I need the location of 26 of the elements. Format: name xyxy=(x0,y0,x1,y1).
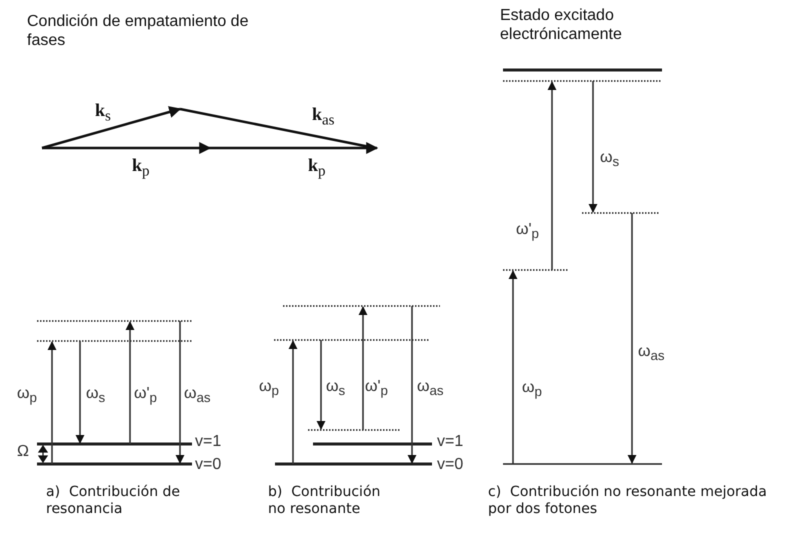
spacing-label: Ω xyxy=(17,442,29,462)
panel-caption: a) Contribución de resonancia xyxy=(46,484,182,518)
panel-title: Condición de empatamiento de fases xyxy=(27,12,250,50)
frequency-label: ω$_{as}$ xyxy=(184,384,211,406)
panel-caption: c) Contribución no resonante mejorada por dos fotones xyxy=(488,484,768,518)
frequency-label: ω$_{s}$ xyxy=(86,384,106,406)
level-label: v=1 xyxy=(437,432,464,452)
vector-label: k$_{p}$ xyxy=(132,155,150,181)
vector-label: k$_{s}$ xyxy=(95,100,111,126)
frequency-label: ω'$_{p}$ xyxy=(134,384,157,406)
vector-label: k$_{p}$ xyxy=(308,155,326,181)
frequency-label: ω$_{s}$ xyxy=(326,377,346,400)
vector-label: k$_{as}$ xyxy=(312,104,335,130)
frequency-label: ω$_{p}$ xyxy=(522,378,542,400)
panel-caption: b) Contribución no resonante xyxy=(268,484,382,518)
frequency-label: ω$_{p}$ xyxy=(17,384,37,406)
frequency-label: ω'$_{p}$ xyxy=(516,220,539,242)
level-label: v=0 xyxy=(437,455,464,474)
frequency-label: ω$_{as}$ xyxy=(417,377,444,400)
level-label: v=1 xyxy=(195,432,222,452)
panel-title: Estado excitado electrónicamente xyxy=(500,6,623,44)
level-label: v=0 xyxy=(195,455,222,474)
frequency-label: ω'$_{p}$ xyxy=(365,377,388,400)
frequency-label: ω$_{p}$ xyxy=(259,377,279,400)
frequency-label: ω$_{s}$ xyxy=(600,148,620,170)
frequency-label: ω$_{as}$ xyxy=(638,342,665,364)
